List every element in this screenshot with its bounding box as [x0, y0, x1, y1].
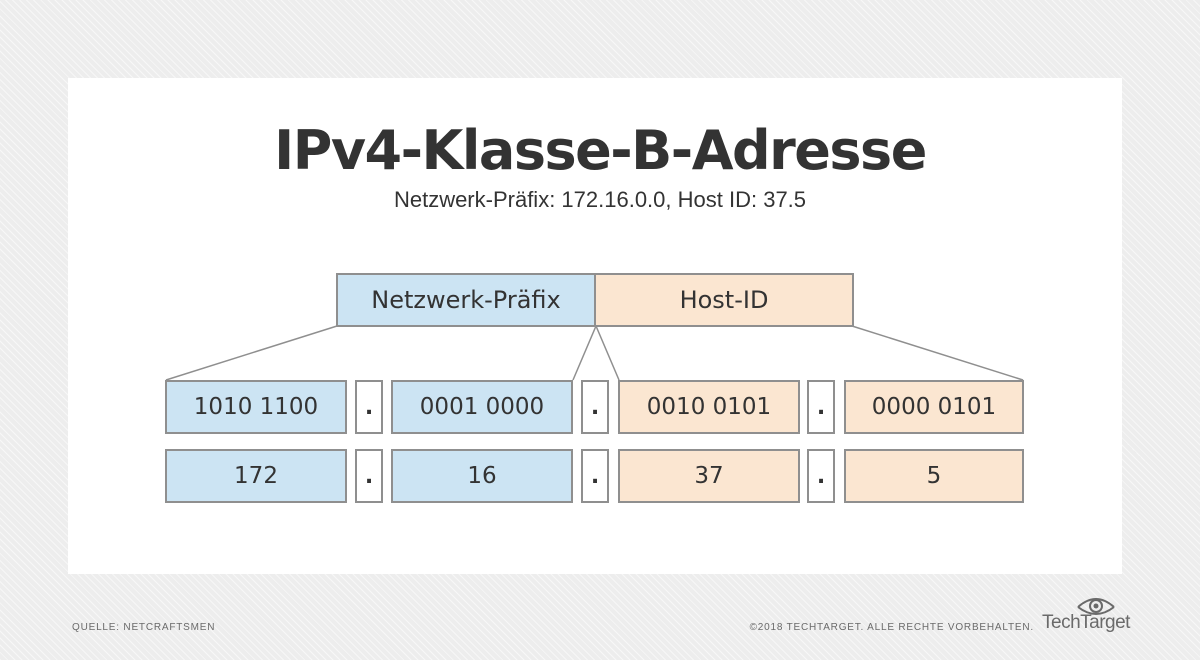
eye-logo-icon [1077, 598, 1115, 615]
connector-line-network-left [165, 325, 338, 381]
techtarget-logo: TechTarget [1042, 612, 1130, 633]
decimal-octet-2: 16 [391, 449, 573, 503]
network-prefix-label: Netzwerk-Präfix [371, 286, 561, 314]
connector-line-split-right [595, 325, 620, 381]
diagram-title: IPv4-Klasse-B-Adresse [274, 119, 927, 182]
decimal-octet-3: 37 [618, 449, 800, 503]
binary-octet-2: 0001 0000 [391, 380, 573, 434]
decimal-octet-4: 5 [844, 449, 1024, 503]
decimal-separator-1: . [355, 449, 383, 503]
binary-octet-1: 1010 1100 [165, 380, 347, 434]
decimal-separator-2: . [581, 449, 609, 503]
copyright-notice: ©2018 TECHTARGET. ALLE RECHTE VORBEHALTE… [749, 622, 1034, 633]
diagram-subtitle: Netzwerk-Präfix: 172.16.0.0, Host ID: 37… [393, 187, 807, 212]
network-prefix-header: Netzwerk-Präfix [336, 273, 596, 327]
binary-octet-3: 0010 0101 [618, 380, 800, 434]
connector-line-host-right [851, 325, 1024, 381]
connector-line-split-left [572, 325, 597, 381]
binary-separator-2: . [581, 380, 609, 434]
host-id-header: Host-ID [594, 273, 854, 327]
decimal-separator-3: . [807, 449, 835, 503]
host-id-label: Host-ID [679, 286, 769, 314]
binary-separator-3: . [807, 380, 835, 434]
binary-separator-1: . [355, 380, 383, 434]
source-credit: QUELLE: NETCRAFTSMEN [72, 622, 216, 633]
decimal-octet-1: 172 [165, 449, 347, 503]
binary-octet-4: 0000 0101 [844, 380, 1024, 434]
